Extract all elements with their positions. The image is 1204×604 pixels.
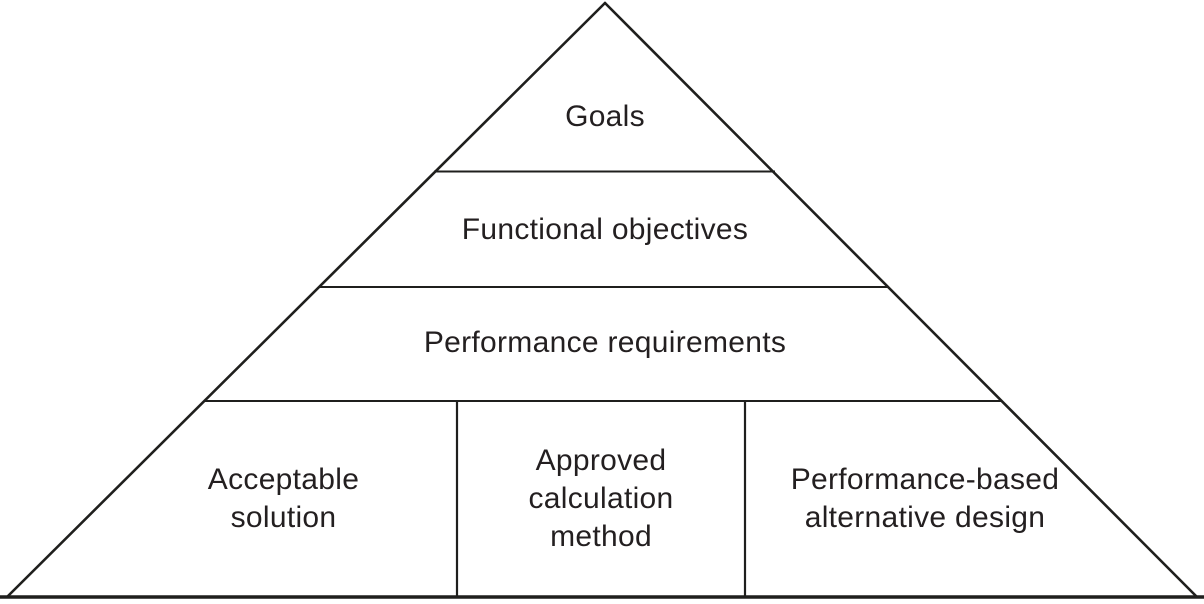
base-cell-label-performance-based-alternative-design: Performance-based alternative design <box>790 463 1060 534</box>
level-label-performance-requirements: Performance requirements <box>423 326 787 359</box>
base-cell-label-approved-calculation-method: Approved calculation method <box>528 444 674 553</box>
base-cell-label-acceptable-solution: Acceptable solution <box>207 463 360 534</box>
pyramid-right-edge <box>603 1 1199 599</box>
level-label-goals: Goals <box>565 100 645 133</box>
pyramid-left-edge <box>5 1 607 599</box>
level-label-functional-objectives: Functional objectives <box>461 212 749 246</box>
